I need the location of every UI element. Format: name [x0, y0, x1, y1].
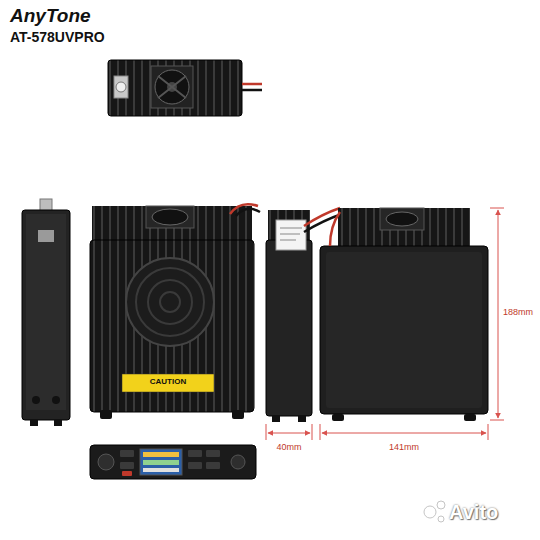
back-view — [320, 208, 488, 421]
rear-view — [90, 204, 260, 419]
top-view — [108, 60, 262, 116]
side-view-left — [22, 199, 70, 426]
dimension-label: 188mm — [503, 308, 533, 318]
front-panel — [90, 445, 256, 479]
model-name: AT-578UVPRO — [10, 30, 105, 45]
dimension-lines — [266, 208, 504, 440]
watermark-logo — [424, 501, 445, 522]
dimension-label: 141mm — [389, 443, 419, 453]
watermark: Avito — [449, 501, 498, 523]
brand-logo: AnyTone — [10, 6, 91, 27]
dimension-label: 40mm — [276, 443, 301, 453]
caution-sticker: CAUTION — [150, 378, 186, 387]
